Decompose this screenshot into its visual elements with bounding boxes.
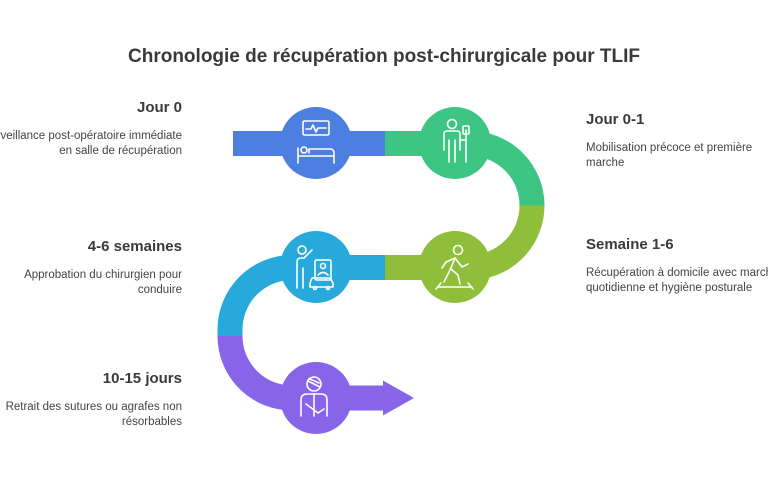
step-heading: Jour 0-1: [586, 111, 645, 128]
step-circle-3: [280, 231, 352, 303]
step-description: Retrait des sutures ou agrafes non résor…: [5, 401, 182, 428]
step-circle-0: [280, 107, 352, 179]
walking-person-icon: [435, 244, 474, 290]
step-10-15-jours: 10-15 jours Retrait des sutures ou agraf…: [0, 370, 182, 430]
hospital-bed-monitor-icon: [297, 120, 335, 164]
step-description: Approbation du chirurgien pour conduire: [24, 269, 182, 296]
step-heading: Semaine 1-6: [586, 236, 674, 253]
step-circle-4: [280, 362, 352, 434]
step-jour-0-1: Jour 0-1 Mobilisation précoce et premièr…: [586, 111, 768, 171]
step-heading: 4-6 semaines: [87, 238, 182, 255]
step-description: Surveillance post-opératoire immédiate e…: [0, 130, 182, 157]
patient-with-iv-icon: [443, 118, 470, 163]
patient-bandaged-icon: [300, 376, 328, 417]
timeline-arrowhead: [383, 380, 414, 416]
step-4-6-semaines: 4-6 semaines Approbation du chirurgien p…: [0, 238, 182, 298]
step-semaine-1-6: Semaine 1-6 Récupération à domicile avec…: [586, 236, 768, 296]
doctor-presentation-car-icon: [296, 245, 334, 291]
page-title: Chronologie de récupération post-chirurg…: [128, 46, 640, 67]
step-heading: Jour 0: [136, 99, 182, 116]
step-circle-2: [419, 231, 491, 303]
step-jour-0: Jour 0 Surveillance post-opératoire immé…: [0, 99, 182, 159]
step-description: Mobilisation précoce et première marche: [586, 142, 753, 169]
step-description: Récupération à domicile avec marche quot…: [586, 267, 768, 294]
step-heading: 10-15 jours: [102, 370, 182, 387]
